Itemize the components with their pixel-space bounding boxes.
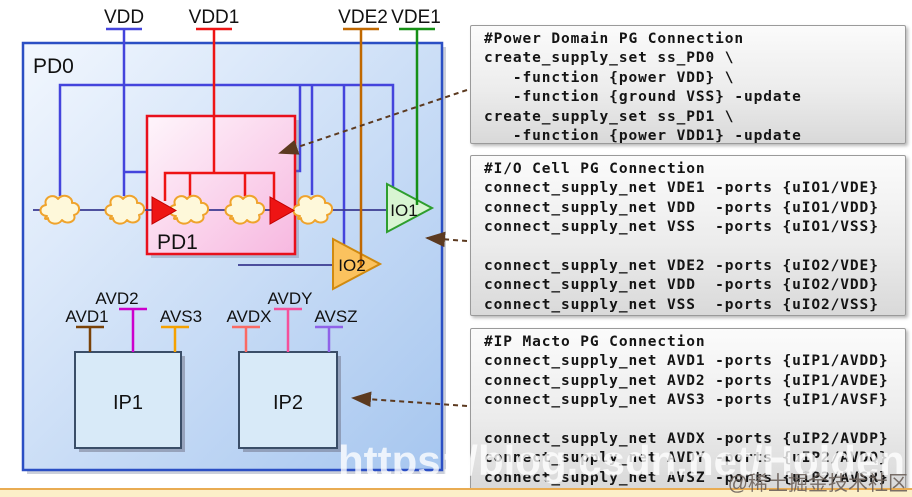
code-line: connect_supply_net AVS3 -ports {uIP1/AVS… <box>484 392 889 409</box>
avdx-label: AVDX <box>226 307 271 326</box>
avsz-pin <box>315 325 343 352</box>
io1-label: IO1 <box>390 201 417 220</box>
avd1-pin <box>76 325 104 352</box>
vdd1-label: VDD1 <box>189 7 240 28</box>
callout-arrow-io <box>425 231 468 248</box>
code-line: connect_supply_net AVD1 -ports {uIP1/AVD… <box>484 353 889 370</box>
pd0-supply-rail <box>58 83 395 196</box>
code-line: connect_supply_net VDD -ports {uIO2/VDD} <box>484 277 879 294</box>
code-line: connect_supply_net VDD -ports {uIO1/VDD} <box>484 199 879 216</box>
ip1-box <box>74 351 182 449</box>
avs3-pin <box>161 325 189 352</box>
code-line: create_supply_set ss_PD1 \ <box>484 108 735 125</box>
avd2-pin <box>119 307 147 352</box>
vdd-label: VDD <box>104 7 144 28</box>
pd1-label: PD1 <box>157 231 198 254</box>
pd0-label: PD0 <box>33 55 74 78</box>
avdy-pin <box>274 307 302 352</box>
code-line: -function {power VDD} \ <box>484 69 735 86</box>
code-line <box>484 238 905 257</box>
ip2-box <box>238 351 338 449</box>
code-line: -function {power VDD1} -update <box>484 127 802 144</box>
callout-arrow-pd1 <box>278 89 468 155</box>
avsz-label: AVSZ <box>314 307 357 326</box>
avd1-label: AVD1 <box>65 307 108 326</box>
code-box-power-domain: #Power Domain PG Connection create_suppl… <box>470 25 906 144</box>
io1-buffer <box>386 182 435 234</box>
code-line: create_supply_set ss_PD0 \ <box>484 50 735 67</box>
callout-arrow-ip <box>351 391 468 408</box>
code-line: connect_supply_net VDE1 -ports {uIO1/VDE… <box>484 180 879 197</box>
avdy-label: AVDY <box>267 289 312 308</box>
bottom-banner-strip <box>0 488 912 497</box>
code-line: #Power Domain PG Connection <box>484 31 745 47</box>
avs3-label: AVS3 <box>160 307 202 326</box>
ip1-label: IP1 <box>113 392 143 414</box>
io2-label: IO2 <box>338 256 365 275</box>
code-line: connect_supply_net AVDY -ports {uIP2/AVD… <box>484 450 889 467</box>
code-line: connect_supply_net AVD2 -ports {uIP1/AVD… <box>484 372 889 389</box>
code-line: -function {ground VSS} -update <box>484 89 802 106</box>
level-shifter-icon <box>151 196 178 225</box>
io2-buffer <box>332 237 383 291</box>
code-box-io-cell: #I/O Cell PG Connection connect_supply_n… <box>470 155 906 316</box>
vde2-supply-line <box>343 27 379 268</box>
avdx-pin <box>232 325 260 352</box>
avd2-label: AVD2 <box>95 289 138 308</box>
pd1-box <box>145 114 297 256</box>
level-shifter-icon <box>269 196 296 225</box>
vde1-supply-line <box>399 27 435 205</box>
watermark-url: https://blog.csdn.net/Holden <box>338 437 905 484</box>
watermark-badge: @稀土掘金技术社区 <box>727 473 908 495</box>
vde2-label: VDE2 <box>338 7 388 28</box>
vde1-label: VDE1 <box>391 7 441 28</box>
code-line: #IP Macto PG Connection <box>484 334 706 350</box>
code-line: connect_supply_net AVDX -ports {uIP2/AVD… <box>484 430 889 447</box>
code-line <box>484 411 905 430</box>
code-box-ip-macro: #IP Macto PG Connection connect_supply_n… <box>470 328 906 490</box>
ip2-label: IP2 <box>273 392 303 414</box>
code-line: connect_supply_net VSS -ports {uIO1/VSS} <box>484 219 879 236</box>
code-line: #I/O Cell PG Connection <box>484 161 706 177</box>
vdd1-supply-line <box>196 27 232 173</box>
code-line: connect_supply_net AVSZ -ports {uIP2/AVS… <box>484 469 889 486</box>
pd1-supply-rail <box>163 171 276 201</box>
code-line: connect_supply_net VDE2 -ports {uIO2/VDE… <box>484 257 879 274</box>
code-line: connect_supply_net VSS -ports {uIO2/VSS} <box>484 296 879 313</box>
